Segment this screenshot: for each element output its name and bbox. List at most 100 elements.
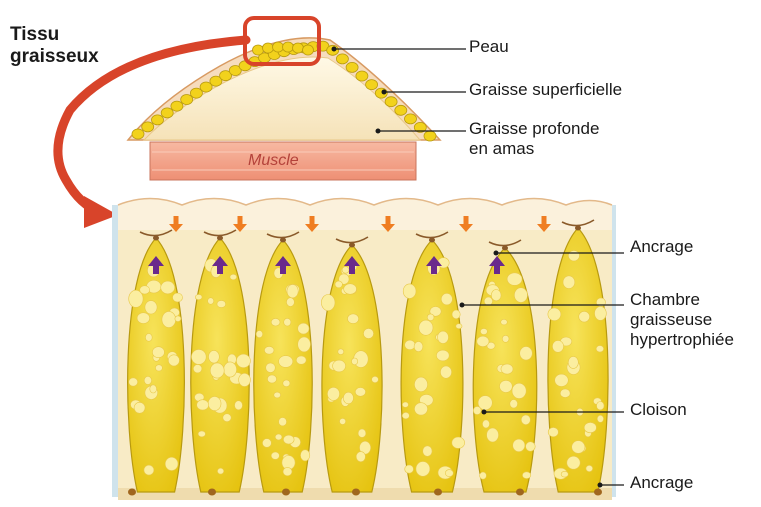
fat-globule <box>132 129 144 139</box>
arrow-down-shaft <box>238 216 243 225</box>
fat-cell <box>572 441 585 454</box>
label-chambre-line-1: Chambre <box>630 290 734 310</box>
fat-cell <box>414 377 427 392</box>
label-chambre-line-2: graisseuse <box>630 310 734 330</box>
fat-cell <box>555 374 569 386</box>
fat-cell <box>355 388 365 397</box>
fat-globule <box>385 97 397 107</box>
fat-globule <box>356 71 368 81</box>
fat-cell <box>491 290 501 301</box>
fat-globule <box>263 43 274 53</box>
fat-cell <box>175 316 181 322</box>
fat-cell <box>501 319 508 325</box>
fat-cell <box>145 301 157 314</box>
arrow-down-shaft <box>310 216 315 225</box>
fat-cell <box>342 267 349 274</box>
fat-cell <box>150 385 157 393</box>
anchor-top-node <box>575 226 581 231</box>
arrow-up-shaft <box>349 265 355 274</box>
fat-cell <box>161 281 175 294</box>
fat-globule <box>142 122 154 132</box>
fat-cell <box>264 346 274 354</box>
fat-cell <box>271 452 279 459</box>
fat-cell <box>597 402 605 410</box>
arrow-up-shaft <box>494 265 500 274</box>
fat-cell <box>402 412 409 419</box>
fat-cell <box>568 250 579 261</box>
title-line-1: Tissu <box>10 24 99 46</box>
fat-cell <box>279 356 293 368</box>
fat-cell <box>514 288 527 303</box>
arrow-down-shaft <box>542 216 547 225</box>
fat-cell <box>262 439 271 448</box>
fat-cell <box>210 363 224 378</box>
fat-cell <box>208 298 214 305</box>
fat-cell <box>520 347 533 361</box>
fat-cell <box>419 320 433 335</box>
fat-globule <box>366 80 378 90</box>
fat-cell <box>348 314 359 324</box>
label-ancrage-top: Ancrage <box>630 237 693 257</box>
fat-cell <box>436 350 449 361</box>
fat-cell <box>327 387 339 400</box>
fat-cell <box>197 400 209 410</box>
fat-cell <box>586 465 593 471</box>
fat-cell <box>597 415 603 422</box>
arrow-up-shaft <box>153 265 159 274</box>
fat-cell <box>480 328 487 334</box>
label-chambre-line-3: hypertrophiée <box>630 330 734 350</box>
anchor-bottom <box>516 489 524 496</box>
anchor-top-node <box>502 246 508 251</box>
fat-cell <box>266 363 276 373</box>
fat-cell <box>162 311 176 327</box>
fat-cell <box>405 340 416 350</box>
fat-cell <box>402 402 408 407</box>
fat-cell <box>191 349 206 364</box>
fat-cell <box>300 450 309 461</box>
anchor-top-node <box>153 236 159 241</box>
fat-cell <box>208 396 221 410</box>
fat-cell <box>456 324 462 329</box>
fat-cell <box>144 465 154 475</box>
fat-cell <box>235 401 243 410</box>
fat-cell <box>298 337 311 352</box>
fat-cell <box>358 429 366 438</box>
arrow-down-shaft <box>464 216 469 225</box>
fat-cell <box>335 281 342 288</box>
fat-cell <box>440 366 451 378</box>
fat-cell <box>193 365 202 373</box>
fat-cell <box>579 311 590 322</box>
arrow-up-shaft <box>431 265 437 274</box>
detail-tissue <box>112 190 616 502</box>
fat-globule <box>293 43 304 53</box>
fat-cell <box>129 378 138 386</box>
fat-cell <box>423 446 432 457</box>
fat-cell <box>230 274 237 280</box>
fat-cell <box>560 389 570 398</box>
fat-cell <box>239 373 251 386</box>
fat-cell <box>567 456 580 469</box>
fat-cell <box>283 467 292 475</box>
fat-cell <box>271 318 280 326</box>
fat-globule <box>346 62 358 72</box>
fat-cell <box>561 471 568 477</box>
fat-cell <box>344 284 357 295</box>
label-chambre: Chambre graisseuse hypertrophiée <box>630 290 734 350</box>
fat-cell <box>256 331 263 338</box>
fat-cell <box>501 364 513 374</box>
fat-cell <box>267 375 276 383</box>
fat-cell <box>152 347 164 358</box>
label-muscle: Muscle <box>248 152 299 170</box>
fat-cell <box>513 439 525 452</box>
fat-cell <box>275 434 282 440</box>
fat-cell <box>134 402 145 413</box>
fat-cell <box>414 342 423 352</box>
fat-cell <box>209 350 220 363</box>
fat-globule <box>152 115 164 125</box>
fat-globule <box>253 45 264 55</box>
fat-cell <box>168 355 179 366</box>
fat-globule <box>181 95 193 105</box>
fat-cell <box>427 314 434 321</box>
fat-cell <box>236 354 250 368</box>
fat-cell <box>224 362 237 377</box>
